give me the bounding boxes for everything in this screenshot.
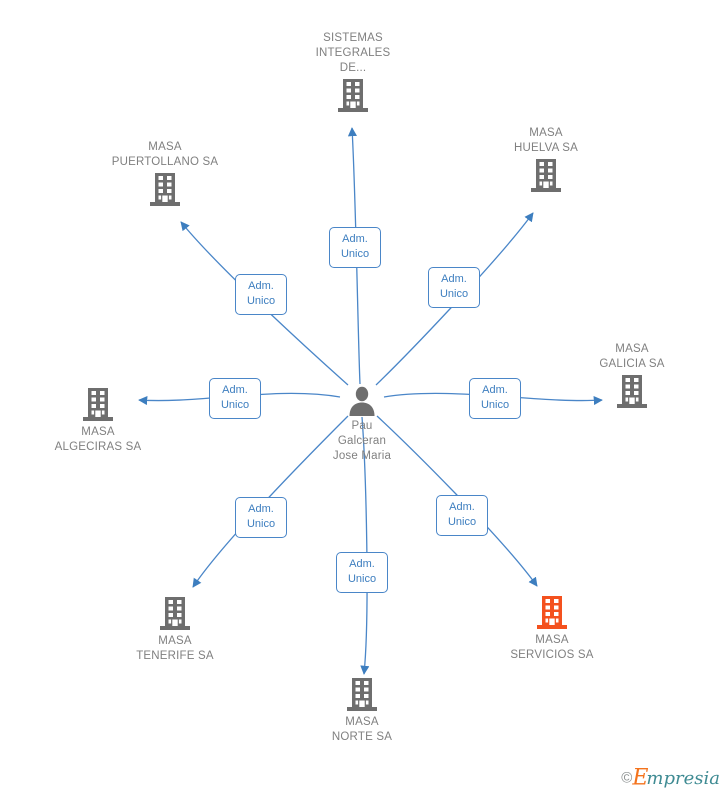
node-label: MASA TENERIFE SA [136,635,214,662]
edge-label-masa-puertollano-sa[interactable]: Adm. Unico [235,274,287,315]
edge-masa-tenerife-sa [192,415,349,588]
edge-label-masa-norte-sa[interactable]: Adm. Unico [336,552,388,593]
node-masa-servicios-sa[interactable]: MASA SERVICIOS SA [467,596,637,663]
building-icon [461,159,631,193]
node-label: MASA ALGECIRAS SA [54,426,142,453]
edge-label-masa-servicios-sa[interactable]: Adm. Unico [436,495,488,536]
node-masa-norte-sa[interactable]: MASA NORTE SA [277,678,447,745]
person-icon [277,386,447,416]
brand-name: mpresia [646,768,720,789]
edge-label-masa-tenerife-sa[interactable]: Adm. Unico [235,497,287,538]
edge-label-masa-huelva-sa[interactable]: Adm. Unico [428,267,480,308]
node-label: MASA HUELVA SA [513,127,578,154]
edge-masa-servicios-sa [376,415,538,587]
person-name-label: Pau Galceran Jose Maria [332,420,392,462]
copyright-icon: © [621,770,633,787]
edge-label-masa-algeciras-sa[interactable]: Adm. Unico [209,378,261,419]
building-icon [90,597,260,631]
node-masa-puertollano-sa[interactable]: MASA PUERTOLLANO SA [80,140,250,207]
node-label: MASA GALICIA SA [599,343,665,370]
building-icon [268,79,438,113]
node-sistemas-integrales-de[interactable]: SISTEMAS INTEGRALES DE... [268,31,438,113]
node-masa-huelva-sa[interactable]: MASA HUELVA SA [461,126,631,193]
edge-masa-norte-sa [360,416,370,675]
edge-label-sistemas-integrales-de[interactable]: Adm. Unico [329,227,381,268]
node-label: MASA NORTE SA [331,716,393,743]
building-icon [277,678,447,712]
node-label: MASA SERVICIOS SA [510,634,594,661]
edge-label-masa-galicia-sa[interactable]: Adm. Unico [469,378,521,419]
building-icon [13,388,183,422]
building-icon [547,375,717,409]
node-masa-algeciras-sa[interactable]: MASA ALGECIRAS SA [13,388,183,455]
watermark: ©Empresia [621,766,720,791]
node-label: SISTEMAS INTEGRALES DE... [315,32,391,74]
node-masa-tenerife-sa[interactable]: MASA TENERIFE SA [90,597,260,664]
node-masa-galicia-sa[interactable]: MASA GALICIA SA [547,342,717,409]
building-icon [467,596,637,630]
building-icon [80,173,250,207]
node-person-center[interactable]: Pau Galceran Jose Maria [277,386,447,464]
brand-initial: E [632,766,649,791]
node-label: MASA PUERTOLLANO SA [111,141,219,168]
